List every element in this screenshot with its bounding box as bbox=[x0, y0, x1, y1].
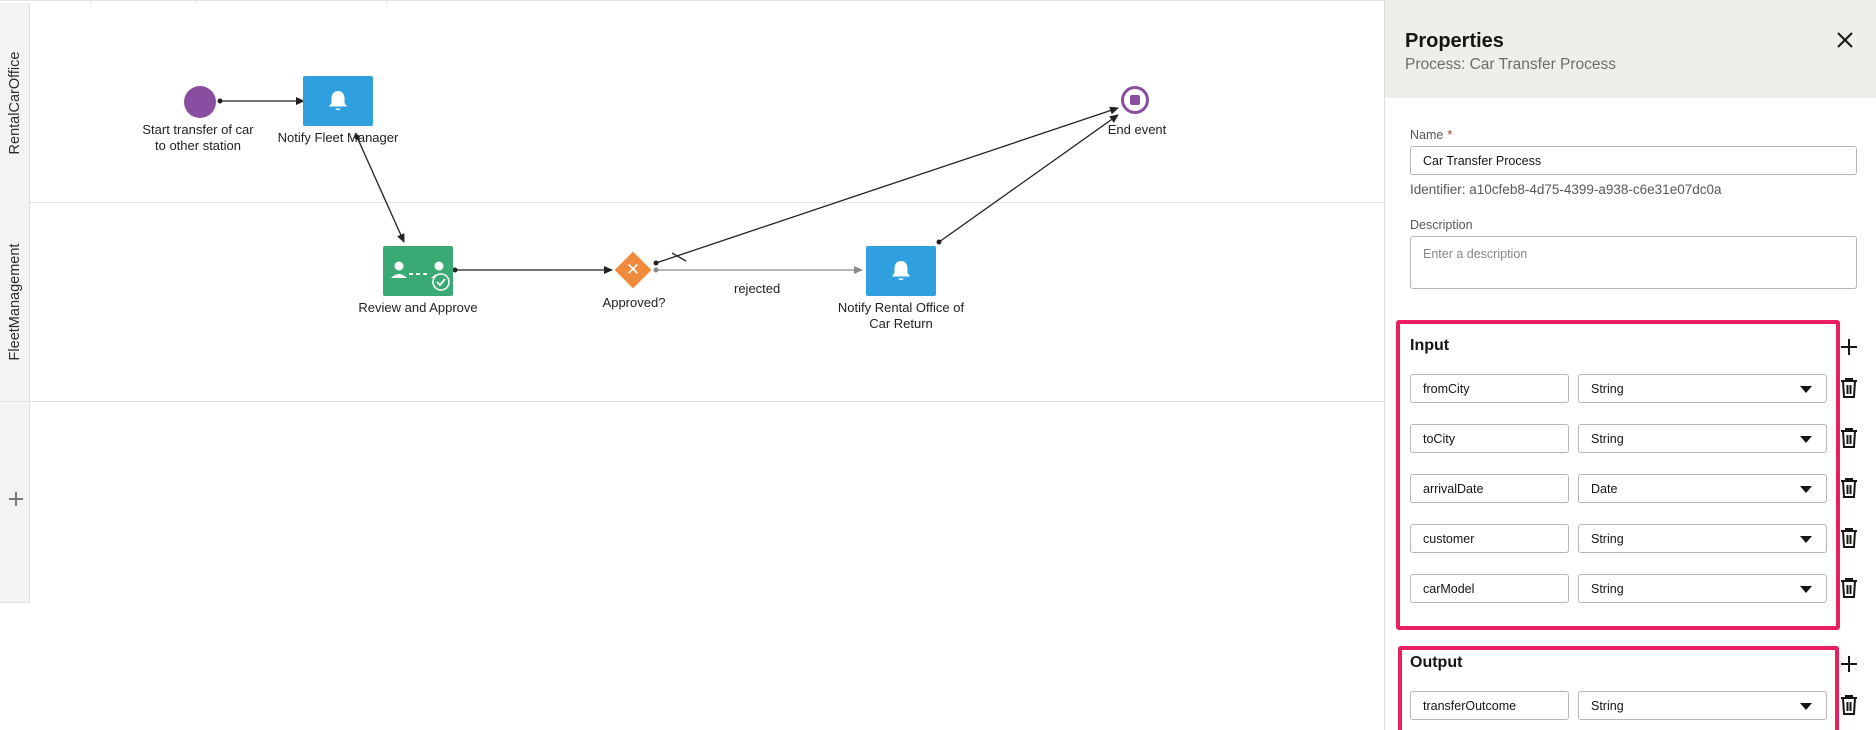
input-param-type-select[interactable]: String bbox=[1578, 524, 1827, 553]
panel-subtitle: Process: Car Transfer Process bbox=[1405, 56, 1617, 73]
select-value: String bbox=[1591, 532, 1624, 546]
input-section-title: Input bbox=[1410, 337, 1450, 354]
swimlane-rentalcaroffice[interactable]: RentalCarOffice bbox=[0, 3, 1384, 203]
select-value: String bbox=[1591, 699, 1624, 713]
trash-icon[interactable] bbox=[1839, 377, 1859, 399]
flow-notify-to-review[interactable] bbox=[354, 134, 405, 243]
select-value: String bbox=[1591, 582, 1624, 596]
notify-fleet-manager-label: Notify Fleet Manager bbox=[277, 130, 399, 145]
trash-icon[interactable] bbox=[1839, 577, 1859, 599]
plus-icon bbox=[9, 492, 23, 506]
canvas-top-ruler bbox=[0, 0, 1384, 4]
input-param-name[interactable] bbox=[1410, 474, 1569, 503]
name-input[interactable] bbox=[1410, 146, 1857, 175]
flow-notify-rental-to-end[interactable] bbox=[936, 114, 1119, 245]
exclusive-x-icon: ✕ bbox=[625, 260, 641, 279]
close-icon[interactable] bbox=[1835, 30, 1855, 50]
add-output-plus-icon[interactable] bbox=[1840, 655, 1858, 673]
lane-header[interactable]: FleetManagement bbox=[0, 202, 30, 401]
add-input-plus-icon[interactable] bbox=[1840, 338, 1858, 356]
trash-icon[interactable] bbox=[1839, 694, 1859, 716]
output-section-highlight bbox=[1398, 646, 1839, 730]
review-and-approve-task[interactable] bbox=[383, 246, 453, 296]
chevron-down-icon bbox=[1800, 536, 1812, 543]
add-lane-button[interactable] bbox=[0, 402, 30, 603]
start-event-label: Start transfer of car to other station bbox=[142, 122, 254, 153]
panel-title: Properties bbox=[1405, 30, 1504, 52]
chevron-down-icon bbox=[1800, 436, 1812, 443]
input-section-highlight bbox=[1396, 320, 1840, 630]
flow-review-to-gateway[interactable] bbox=[452, 266, 613, 274]
bell-icon bbox=[892, 261, 910, 281]
trash-icon[interactable] bbox=[1839, 527, 1859, 549]
review-and-approve-label: Review and Approve bbox=[358, 300, 478, 315]
select-value: Date bbox=[1591, 482, 1618, 496]
approval-icon bbox=[391, 261, 450, 291]
lane-header[interactable]: RentalCarOffice bbox=[0, 3, 30, 202]
chevron-down-icon bbox=[1800, 386, 1812, 393]
trash-icon[interactable] bbox=[1839, 477, 1859, 499]
input-param-type-select[interactable]: String bbox=[1578, 574, 1827, 603]
input-param-name[interactable] bbox=[1410, 524, 1569, 553]
notify-rental-office-task[interactable] bbox=[866, 246, 936, 296]
chevron-down-icon bbox=[1800, 586, 1812, 593]
properties-panel: Properties Process: Car Transfer Process… bbox=[1384, 0, 1876, 730]
name-label: Name* bbox=[1410, 128, 1453, 142]
flow-label-rejected: rejected bbox=[734, 281, 781, 296]
notify-fleet-manager-task[interactable] bbox=[303, 76, 373, 126]
start-event[interactable] bbox=[184, 86, 216, 118]
input-param-type-select[interactable]: Date bbox=[1578, 474, 1827, 503]
select-value: String bbox=[1591, 432, 1624, 446]
chevron-down-icon bbox=[1800, 703, 1812, 710]
process-canvas[interactable]: RentalCarOffice FleetManagement bbox=[0, 0, 1384, 730]
input-param-name[interactable] bbox=[1410, 574, 1569, 603]
flow-start-to-notify[interactable] bbox=[217, 97, 305, 105]
input-param-name[interactable] bbox=[1410, 424, 1569, 453]
input-param-type-select[interactable]: String bbox=[1578, 424, 1827, 453]
trash-icon[interactable] bbox=[1839, 427, 1859, 449]
end-event-label: End event bbox=[1107, 122, 1167, 137]
output-param-type-select[interactable]: String bbox=[1578, 691, 1827, 720]
select-value: String bbox=[1591, 382, 1624, 396]
bell-icon bbox=[329, 91, 347, 111]
description-input[interactable] bbox=[1410, 236, 1857, 289]
swimlane-fleetmanagement[interactable]: FleetManagement bbox=[0, 202, 1384, 402]
output-param-name[interactable] bbox=[1410, 691, 1569, 720]
gateway-label: Approved? bbox=[602, 295, 666, 310]
input-param-name[interactable] bbox=[1410, 374, 1569, 403]
notify-rental-office-label: Notify Rental Office of Car Return bbox=[837, 300, 965, 331]
end-event[interactable] bbox=[1121, 86, 1149, 114]
panel-header: Properties Process: Car Transfer Process bbox=[1385, 0, 1876, 98]
description-label: Description bbox=[1410, 218, 1473, 232]
input-param-type-select[interactable]: String bbox=[1578, 374, 1827, 403]
required-mark: * bbox=[1447, 128, 1453, 142]
output-section-title: Output bbox=[1410, 654, 1463, 671]
sequence-flows bbox=[217, 97, 1119, 274]
exclusive-gateway[interactable]: ✕ bbox=[614, 251, 652, 289]
flow-gateway-to-end[interactable] bbox=[653, 106, 1119, 266]
identifier-text: Identifier: a10cfeb8-4d75-4399-a938-c6e3… bbox=[1410, 182, 1722, 197]
chevron-down-icon bbox=[1800, 486, 1812, 493]
flow-gateway-rejected[interactable] bbox=[653, 266, 863, 274]
